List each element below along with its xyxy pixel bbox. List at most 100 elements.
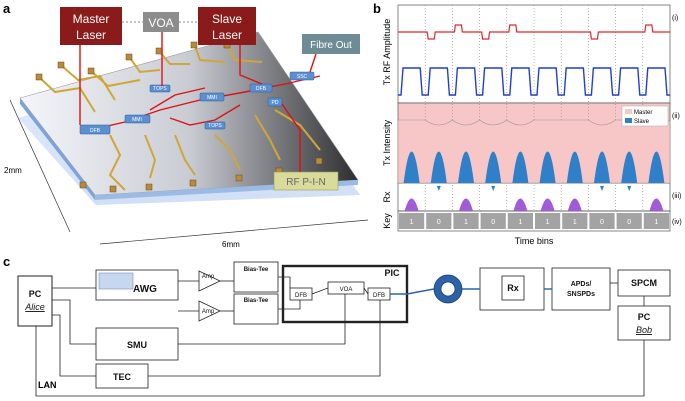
key-bit: 0 xyxy=(437,219,441,226)
chip-dfb2-label: DFB xyxy=(256,86,267,92)
rx-pulse xyxy=(404,198,419,211)
slave-laser-box xyxy=(198,7,256,45)
key-bit: 1 xyxy=(464,219,468,226)
chip-mmi2-label: MMI xyxy=(207,95,217,101)
slave-pulse xyxy=(539,151,556,183)
key-cell xyxy=(589,213,615,229)
slave-pulse xyxy=(458,151,474,183)
ylabel-rx: Rx xyxy=(382,191,392,202)
dim-width-label: 6mm xyxy=(222,240,240,249)
callout-arrows xyxy=(79,32,317,172)
pic-dfb-2: DFB xyxy=(373,293,385,299)
key-cell xyxy=(426,213,452,229)
master-laser-line2: Laser xyxy=(76,28,106,42)
rx-pulse xyxy=(567,198,582,211)
apd-line1: APDs/ xyxy=(571,281,592,288)
bias-tee-label-1: Bias-Tee xyxy=(244,267,269,273)
chip-mmi-label: MMI xyxy=(132,117,142,123)
key-bit: 1 xyxy=(546,219,550,226)
apd-line2: SNSPDs xyxy=(567,291,595,298)
slave-pulse xyxy=(594,151,610,183)
key-bit: 1 xyxy=(573,219,577,226)
chip-ssc-label: SSC xyxy=(297,74,308,80)
key-cell xyxy=(453,213,479,229)
chip-tops-label-1: TOPS xyxy=(153,86,167,92)
key-cell xyxy=(562,213,588,229)
pc-bob-name: Bob xyxy=(636,325,652,335)
ylabel-intensity: Tx Intensity xyxy=(382,119,392,166)
slave-pulse xyxy=(512,151,529,183)
tec-label: TEC xyxy=(113,372,132,382)
bias-tee-label-2: Bias-Tee xyxy=(244,298,269,304)
ylabel-key: Key xyxy=(382,213,392,229)
dimension-arrows xyxy=(9,99,369,245)
rx-label: Rx xyxy=(507,283,519,293)
key-bit: 0 xyxy=(600,219,604,226)
rx-empty-marker xyxy=(600,186,604,191)
master-laser-line1: Master xyxy=(73,12,110,26)
ylabel-rf: Tx RF Amplitude xyxy=(382,19,392,86)
key-cell xyxy=(535,213,561,229)
lan-label: LAN xyxy=(38,380,57,390)
chip-tops-label-2: TOPS xyxy=(208,123,222,129)
slave-pulse xyxy=(430,151,447,183)
pic-label: PIC xyxy=(384,268,400,278)
row-label-i: (i) xyxy=(672,15,678,22)
slave-pulse xyxy=(648,151,665,183)
xlabel-time-bins: Time bins xyxy=(515,236,554,246)
key-bit: 1 xyxy=(654,219,658,226)
rx-pulse xyxy=(513,198,528,211)
slave-pulse xyxy=(566,151,583,183)
panel-a-label: a xyxy=(3,1,11,16)
pc-bob-title: PC xyxy=(638,312,651,322)
key-cell xyxy=(399,213,425,229)
legend-slave: Slave xyxy=(634,119,650,125)
rx-pulse xyxy=(459,198,473,211)
chip-dfb-label: DFB xyxy=(90,128,101,134)
key-cell xyxy=(616,213,642,229)
fibre-out-label: Fibre Out xyxy=(310,40,352,51)
key-bit: 1 xyxy=(410,219,414,226)
rx-empty-marker xyxy=(491,186,496,191)
slave-laser-line1: Slave xyxy=(212,12,242,26)
row-label-ii: (ii) xyxy=(672,113,680,120)
voa-label: VOA xyxy=(148,16,173,30)
panel-b-label: b xyxy=(373,1,381,16)
timing-diagram: 1 0 1 0 1 1 1 0 0 1 xyxy=(397,4,671,232)
setup-diagram xyxy=(17,261,671,397)
rx-pulse xyxy=(649,198,664,211)
slave-pulse xyxy=(485,151,502,183)
chip-pd-label: PD xyxy=(272,100,279,106)
slave-pulse xyxy=(403,151,420,183)
pic-dfb-1: DFB xyxy=(295,293,307,299)
key-cell xyxy=(507,213,533,229)
smu-label: SMU xyxy=(127,340,147,350)
legend: Master Slave xyxy=(621,105,669,127)
spcm-label: SPCM xyxy=(631,278,657,288)
amp-label-1: Amp xyxy=(202,274,215,280)
voa-box xyxy=(143,12,179,32)
pc-alice-name: Alice xyxy=(24,302,45,312)
amp-label-2: Amp xyxy=(202,309,215,315)
key-bit: 0 xyxy=(627,219,631,226)
awg-label: AWG xyxy=(133,284,157,295)
key-bit: 0 xyxy=(491,219,495,226)
legend-master: Master xyxy=(634,110,652,116)
rx-pulse xyxy=(540,198,555,211)
fibre-out-box xyxy=(302,34,360,54)
slave-pulse xyxy=(621,151,638,183)
rf-pin-label: RF P-I-N xyxy=(286,177,325,188)
key-bit: 1 xyxy=(518,219,522,226)
rx-empty-marker xyxy=(436,186,441,191)
row-label-iv: (iv) xyxy=(672,219,682,226)
slave-laser-line2: Laser xyxy=(212,28,242,42)
rf-pin-box xyxy=(273,171,339,191)
rx-empty-marker xyxy=(627,186,632,191)
dim-height-label: 2mm xyxy=(4,166,22,175)
pic-voa: VOA xyxy=(340,287,353,293)
master-laser-box xyxy=(60,7,122,45)
panel-c-label: c xyxy=(3,254,10,269)
pc-alice-title: PC xyxy=(29,289,42,299)
key-cell xyxy=(643,213,669,229)
